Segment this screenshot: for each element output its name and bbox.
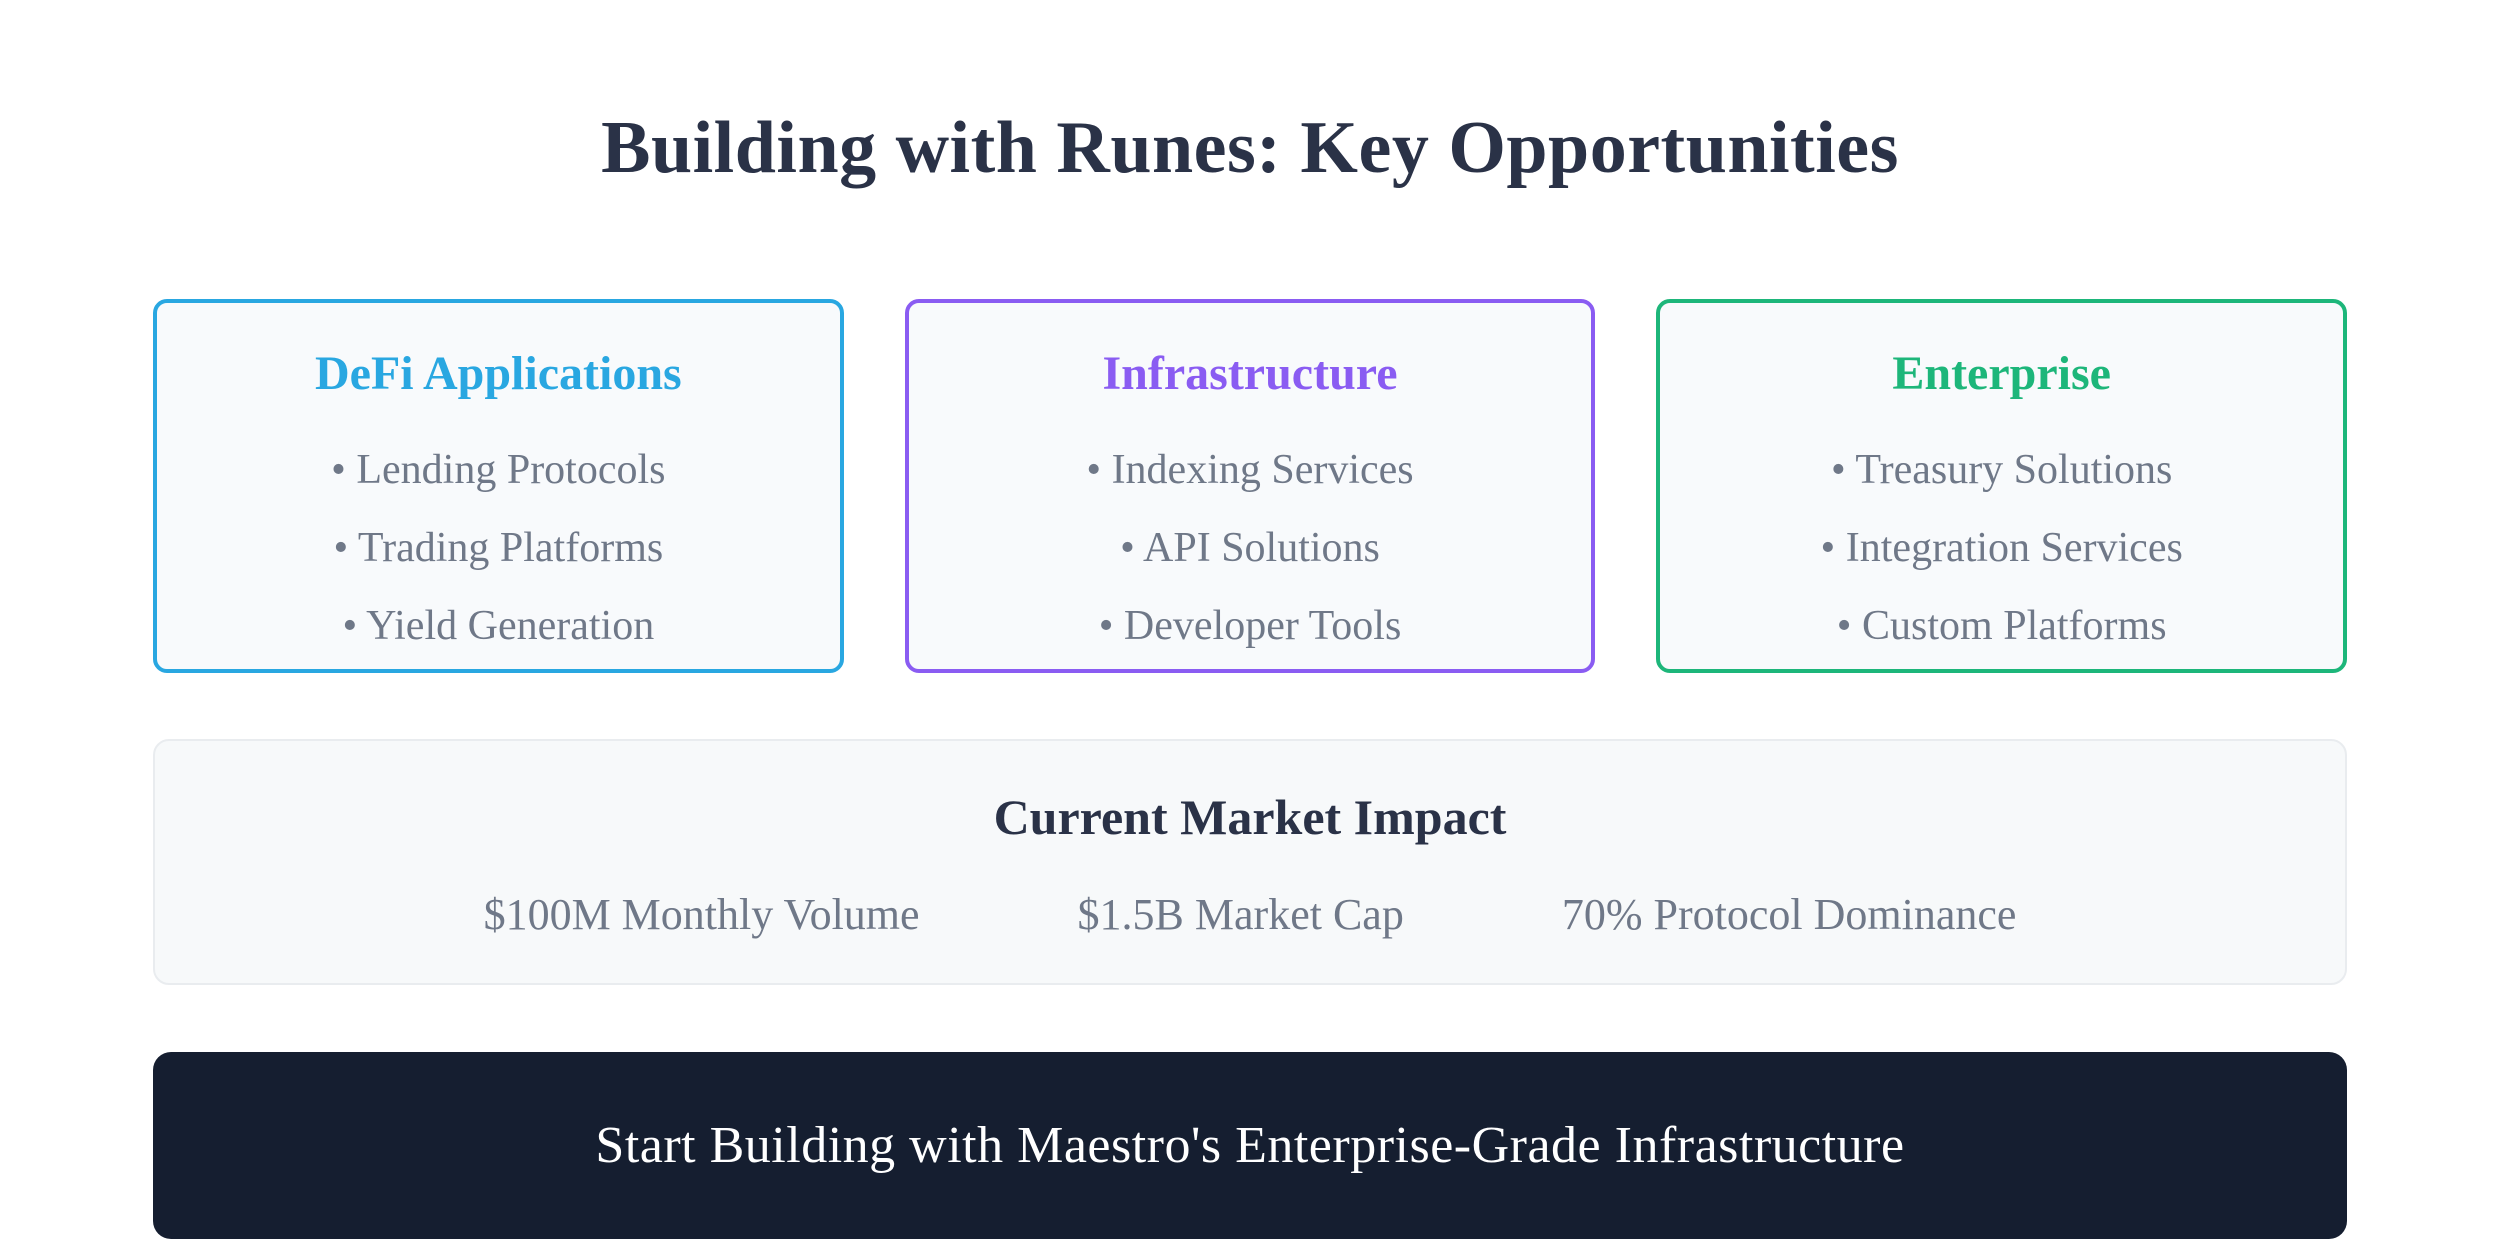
opportunity-card-enterprise: Enterprise • Treasury Solutions • Integr… [1656,298,2348,673]
stat-protocol-dominance: 70% Protocol Dominance [1561,889,2017,939]
bullet-icon: • [1098,602,1114,649]
bullet-icon: • [1086,446,1102,493]
card-title-defi: DeFi Applications [314,346,682,400]
opportunity-card-defi: DeFi Applications • Lending Protocols • … [153,298,844,673]
bullet-icon: • [1836,602,1852,649]
bullet-icon: • [342,602,358,649]
stat-market-cap: $1.5B Market Cap [1077,889,1404,939]
cta-banner[interactable]: Start Building with Maestro's Enterprise… [153,1051,2347,1239]
bullet-icon: • [1830,446,1846,493]
bullet-icon: • [1820,524,1836,571]
market-stats-row: $100M Monthly Volume $1.5B Market Cap 70… [155,889,2345,940]
card-item-label: Developer Tools [1123,602,1402,649]
card-item: • Treasury Solutions [1660,431,2343,509]
card-title-infrastructure: Infrastructure [1102,346,1398,400]
card-item-list: • Indexing Services • API Solutions • De… [909,431,1592,665]
bullet-icon: • [1120,524,1135,571]
market-impact-panel: Current Market Impact $100M Monthly Volu… [153,738,2347,985]
card-item-label: Yield Generation [366,602,655,649]
page-title: Building with Runes: Key Opportunities [601,106,1899,189]
card-item: • Lending Protocols [157,431,840,509]
card-item-label: Indexing Services [1111,446,1414,493]
card-item: • Integration Services [1660,509,2343,587]
card-item: • Yield Generation [157,587,840,665]
market-impact-title: Current Market Impact [993,788,1507,845]
cta-label: Start Building with Maestro's Enterprise… [595,1116,1905,1174]
card-item: • Custom Platforms [1660,587,2343,665]
card-item-label: Lending Protocols [356,446,666,493]
opportunity-cards-row: DeFi Applications • Lending Protocols • … [153,298,2348,673]
content-area: DeFi Applications • Lending Protocols • … [153,298,2348,1239]
stat-monthly-volume: $100M Monthly Volume [483,889,920,939]
card-item: • API Solutions [909,509,1592,587]
card-item: • Trading Platforms [157,509,840,587]
card-item-label: Treasury Solutions [1855,446,2173,493]
card-item-list: • Lending Protocols • Trading Platforms … [157,431,840,665]
card-title-enterprise: Enterprise [1892,346,2111,400]
card-item: • Indexing Services [909,431,1592,509]
card-item-label: Custom Platforms [1862,602,2167,649]
card-item-list: • Treasury Solutions • Integration Servi… [1660,431,2343,665]
opportunity-card-infrastructure: Infrastructure • Indexing Services • API… [904,298,1596,673]
card-item-label: API Solutions [1143,524,1380,571]
bullet-icon: • [333,524,349,571]
card-item-label: Integration Services [1845,524,2183,571]
card-item-label: Trading Platforms [357,524,664,571]
card-item: • Developer Tools [909,587,1592,665]
bullet-icon: • [331,446,346,493]
